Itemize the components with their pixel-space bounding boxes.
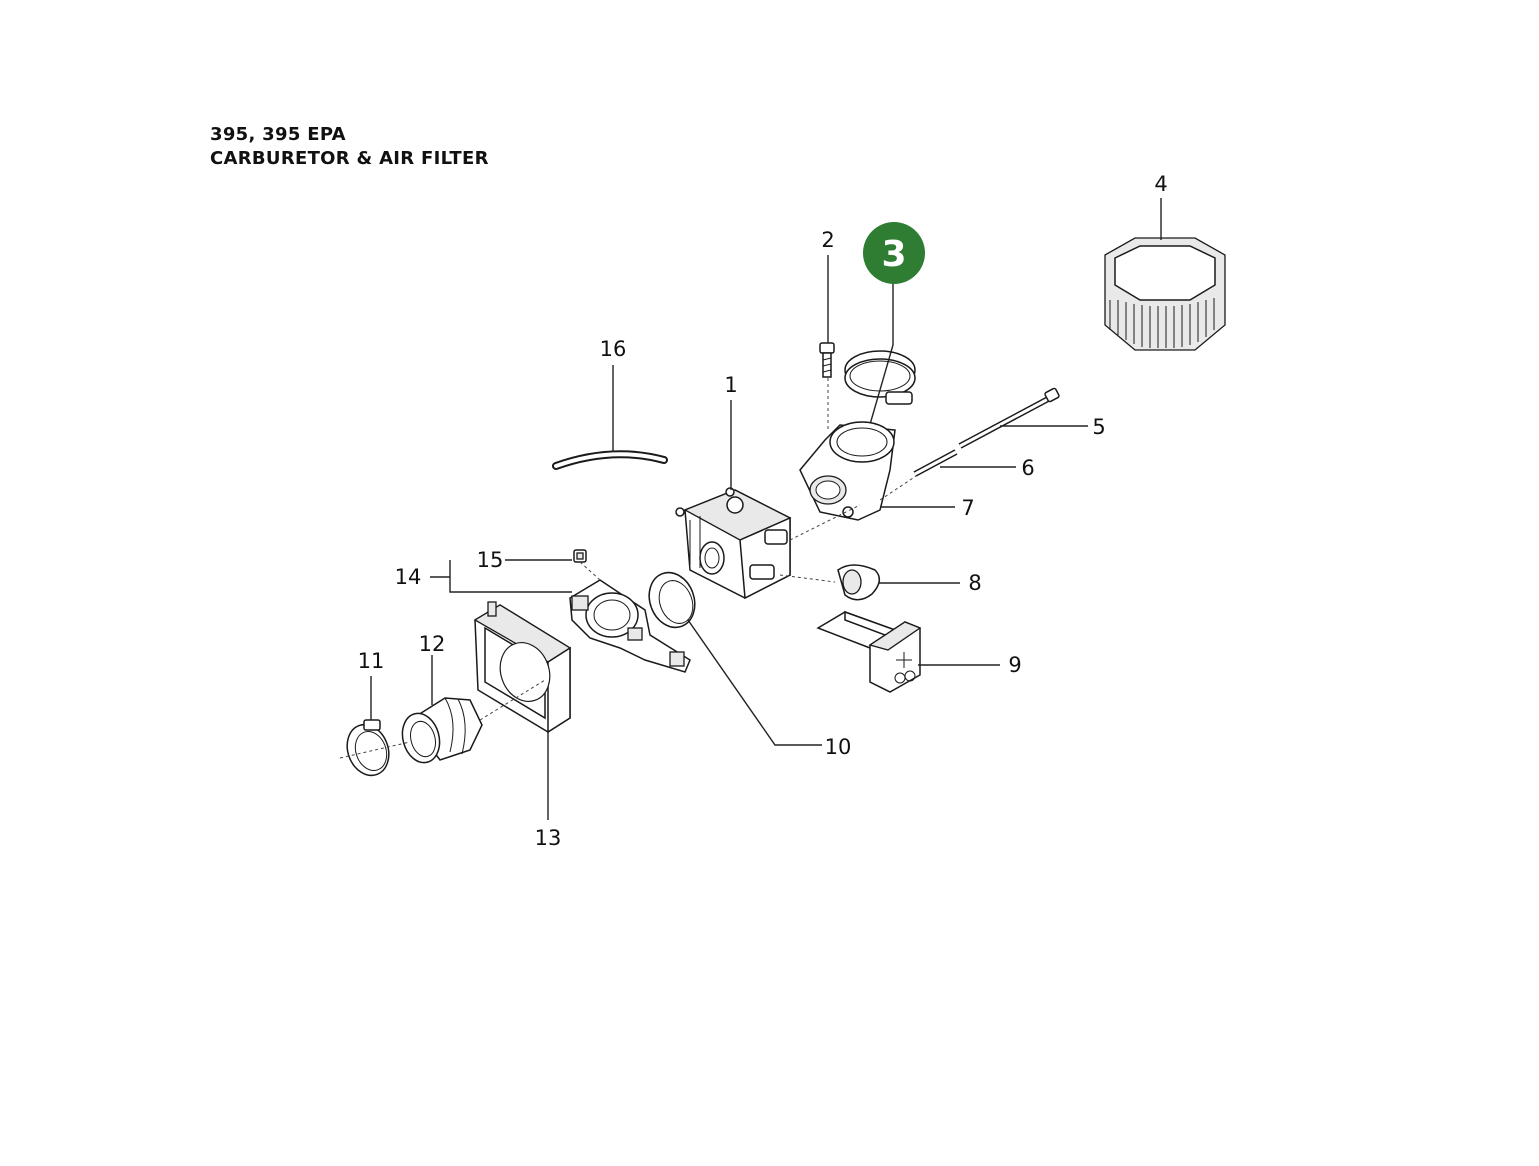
highlight-callout-badge[interactable]: 3 <box>863 222 925 284</box>
callout-8: 8 <box>968 571 981 595</box>
diagram-model-title: 395, 395 EPA <box>210 124 346 145</box>
callout-9: 9 <box>1008 653 1021 677</box>
callout-6: 6 <box>1021 456 1034 480</box>
nut-part[interactable] <box>573 549 587 563</box>
callout-14: 14 <box>395 565 422 589</box>
callout-13: 13 <box>535 826 562 850</box>
callout-7: 7 <box>961 496 974 520</box>
carburetor-base-part[interactable] <box>569 579 691 673</box>
hose-clamp-part[interactable] <box>340 719 395 782</box>
callout-2: 2 <box>821 228 834 252</box>
filter-holder-part[interactable] <box>816 610 922 693</box>
air-filter-part[interactable] <box>1104 237 1226 351</box>
grommet-part[interactable] <box>837 564 881 601</box>
pin-part[interactable] <box>913 449 958 477</box>
intake-boot-part[interactable] <box>397 697 483 767</box>
gasket-ring-part[interactable] <box>642 566 702 634</box>
callout-16: 16 <box>600 337 627 361</box>
callout-1: 1 <box>724 373 737 397</box>
diagram-section-title: CARBURETOR & AIR FILTER <box>210 148 489 169</box>
callout-11: 11 <box>358 649 385 673</box>
clamp-ring-part[interactable] <box>844 350 916 405</box>
intake-plate-part[interactable] <box>473 601 572 734</box>
carburetor-part[interactable] <box>675 487 792 600</box>
callout-5: 5 <box>1092 415 1105 439</box>
callout-4: 4 <box>1154 172 1167 196</box>
screw-part[interactable] <box>819 342 835 378</box>
intake-adapter-part[interactable] <box>799 421 896 521</box>
highlight-callout-number: 3 <box>881 234 906 275</box>
bolt-part[interactable] <box>958 387 1060 449</box>
callout-10: 10 <box>825 735 852 759</box>
callout-15: 15 <box>477 548 504 572</box>
callout-12: 12 <box>419 632 446 656</box>
